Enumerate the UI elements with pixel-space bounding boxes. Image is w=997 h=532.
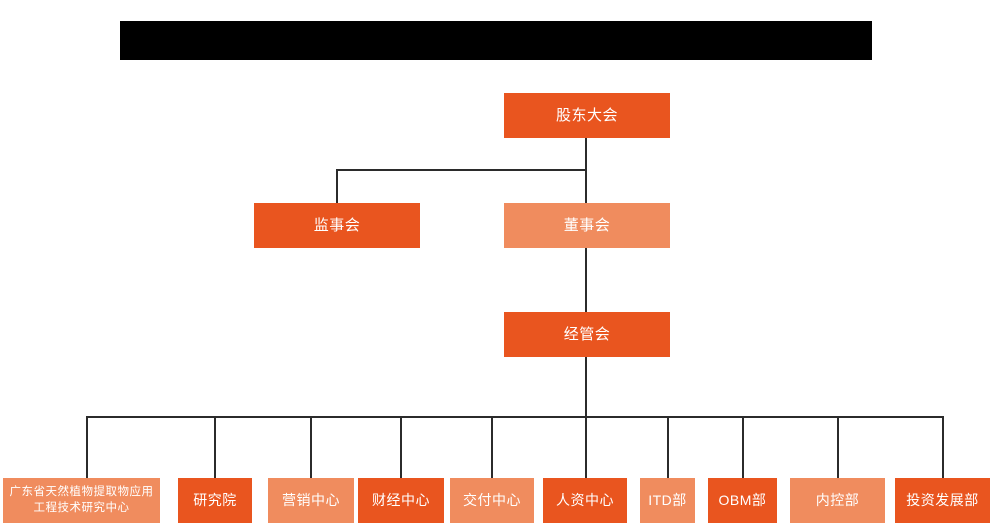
node-label: 经管会 bbox=[563, 325, 611, 343]
node-label: ITD部 bbox=[648, 492, 687, 509]
node-shareholders-meeting[interactable]: 股东大会 bbox=[504, 93, 670, 138]
node-label: 广东省天然植物提取物应用工程技术研究中心 bbox=[9, 486, 154, 514]
connector-shareholders-branch bbox=[336, 169, 587, 171]
connector-drop-department-4 bbox=[491, 416, 493, 478]
node-label: 监事会 bbox=[313, 216, 361, 234]
node-department-7[interactable]: OBM部 bbox=[708, 478, 777, 523]
node-management-committee[interactable]: 经管会 bbox=[504, 312, 670, 357]
node-board-of-supervisors[interactable]: 监事会 bbox=[254, 203, 420, 248]
connector-drop-department-7 bbox=[742, 416, 744, 478]
node-department-0[interactable]: 广东省天然植物提取物应用工程技术研究中心 bbox=[3, 478, 160, 523]
node-department-9[interactable]: 投资发展部 bbox=[895, 478, 990, 523]
node-label: 财经中心 bbox=[372, 492, 430, 509]
node-label: 研究院 bbox=[193, 492, 237, 509]
connector-supervisors-down bbox=[336, 169, 338, 203]
node-department-8[interactable]: 内控部 bbox=[790, 478, 885, 523]
connector-drop-department-8 bbox=[837, 416, 839, 478]
node-label: 营销中心 bbox=[282, 492, 340, 509]
node-department-2[interactable]: 营销中心 bbox=[268, 478, 354, 523]
connector-drop-department-0 bbox=[86, 416, 88, 478]
connector-drop-department-1 bbox=[214, 416, 216, 478]
connector-drop-department-5 bbox=[585, 416, 587, 478]
node-label: 股东大会 bbox=[555, 106, 618, 124]
node-department-1[interactable]: 研究院 bbox=[178, 478, 252, 523]
connector-directors-management bbox=[585, 248, 587, 312]
node-label: 投资发展部 bbox=[906, 492, 979, 509]
node-label: OBM部 bbox=[718, 492, 767, 509]
node-department-3[interactable]: 财经中心 bbox=[358, 478, 444, 523]
connector-drop-department-2 bbox=[310, 416, 312, 478]
node-board-of-directors[interactable]: 董事会 bbox=[504, 203, 670, 248]
node-department-6[interactable]: ITD部 bbox=[640, 478, 695, 523]
connector-drop-department-9 bbox=[942, 416, 944, 478]
node-label: 交付中心 bbox=[463, 492, 521, 509]
connector-department-bus bbox=[86, 416, 944, 418]
node-label: 人资中心 bbox=[556, 492, 614, 509]
redaction-bar bbox=[120, 21, 872, 60]
node-label: 内控部 bbox=[815, 492, 860, 509]
connector-management-down bbox=[585, 357, 587, 417]
node-label: 董事会 bbox=[563, 216, 611, 234]
node-department-4[interactable]: 交付中心 bbox=[450, 478, 534, 523]
connector-drop-department-6 bbox=[667, 416, 669, 478]
connector-drop-department-3 bbox=[400, 416, 402, 478]
node-department-5[interactable]: 人资中心 bbox=[543, 478, 627, 523]
